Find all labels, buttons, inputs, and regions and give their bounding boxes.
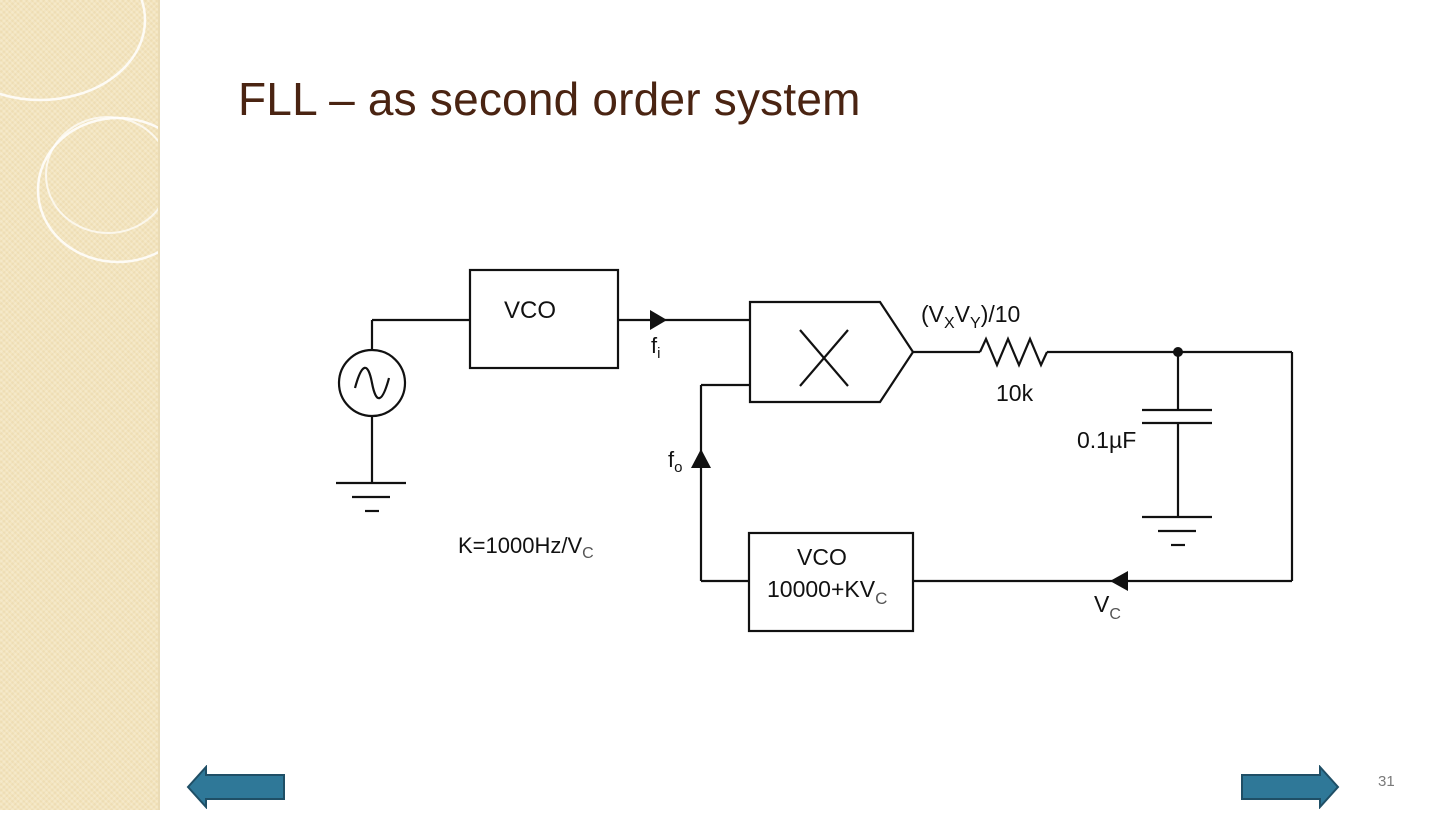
vc-arrow-icon: [1110, 571, 1128, 591]
ac-source-sine-icon: [353, 366, 391, 400]
gain-label: K=1000Hz/VC: [458, 533, 594, 562]
resistor-label: 10k: [996, 380, 1034, 406]
fo-arrow-icon: [691, 449, 711, 468]
multiplier-block: [748, 300, 915, 404]
decorative-sidebar: [0, 0, 200, 810]
next-slide-arrow-icon[interactable]: [1240, 765, 1340, 809]
junction-node: [1173, 347, 1183, 357]
multiplier-output-label: (VXVY)/10: [921, 301, 1020, 332]
slide-title: FLL – as second order system: [238, 73, 861, 125]
capacitor-label: 0.1µF: [1077, 427, 1136, 453]
fi-arrow-icon: [650, 310, 667, 330]
resistor-symbol: [979, 336, 1048, 368]
fi-label: fi: [651, 333, 660, 362]
vco-top-label: VCO: [504, 297, 556, 324]
slide-page-number: 31: [1378, 773, 1395, 790]
fo-label: fo: [668, 447, 682, 476]
vc-label: VC: [1094, 591, 1121, 623]
multiplier-x-line2: [799, 329, 849, 387]
vco-bottom-label-line2: 10000+KVC: [767, 576, 887, 608]
vco-bottom-label-line1: VCO: [797, 544, 847, 570]
previous-slide-arrow-icon[interactable]: [186, 765, 286, 809]
